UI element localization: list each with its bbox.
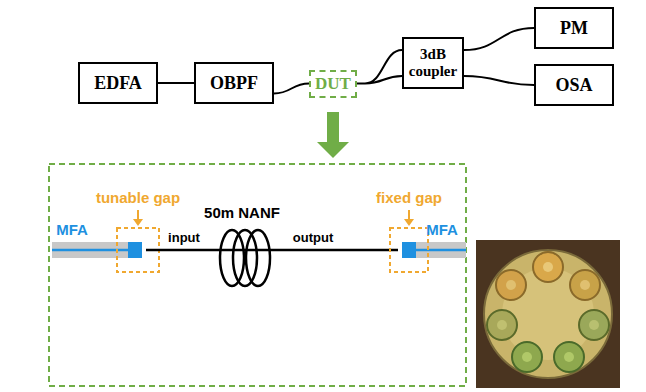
- mfa-tip: [128, 242, 142, 258]
- mfa-jacket: [402, 242, 466, 258]
- gap-label: fixed gap: [376, 190, 442, 207]
- instrument-box: OSA: [534, 64, 614, 106]
- fiber-photo: [476, 240, 620, 388]
- mfa-core: [52, 249, 130, 252]
- fiber-link: [158, 82, 194, 84]
- process-box: OBPF: [194, 62, 274, 104]
- detail-frame: [49, 164, 466, 386]
- mfa-label: MFA: [426, 222, 458, 239]
- box-label: 3dB coupler: [407, 46, 459, 81]
- process-box: EDFA: [78, 62, 158, 104]
- fiber-label: 50m NANF: [204, 205, 280, 222]
- box-label: DUT: [315, 74, 351, 94]
- box-label: EDFA: [94, 73, 142, 94]
- box-label: PM: [560, 18, 588, 39]
- down-arrow: [317, 112, 349, 158]
- fiber-link: [274, 84, 309, 94]
- gap-box: [390, 228, 428, 272]
- fiber-link: [357, 50, 402, 84]
- mfa-jacket: [52, 242, 142, 258]
- gap-label: tunable gap: [96, 190, 180, 207]
- fiber: [146, 249, 398, 252]
- fiber-link: [464, 76, 534, 85]
- port-label: output: [293, 231, 333, 245]
- instrument-box: PM: [534, 7, 614, 49]
- mfa-tip: [402, 242, 416, 258]
- fiber-link: [464, 28, 534, 50]
- box-label: OBPF: [210, 73, 258, 94]
- port-label: input: [168, 231, 200, 245]
- mfa-label: MFA: [56, 222, 88, 239]
- coupler-box: 3dB coupler: [402, 37, 464, 89]
- device-box: DUT: [309, 70, 357, 98]
- box-label: OSA: [555, 75, 592, 96]
